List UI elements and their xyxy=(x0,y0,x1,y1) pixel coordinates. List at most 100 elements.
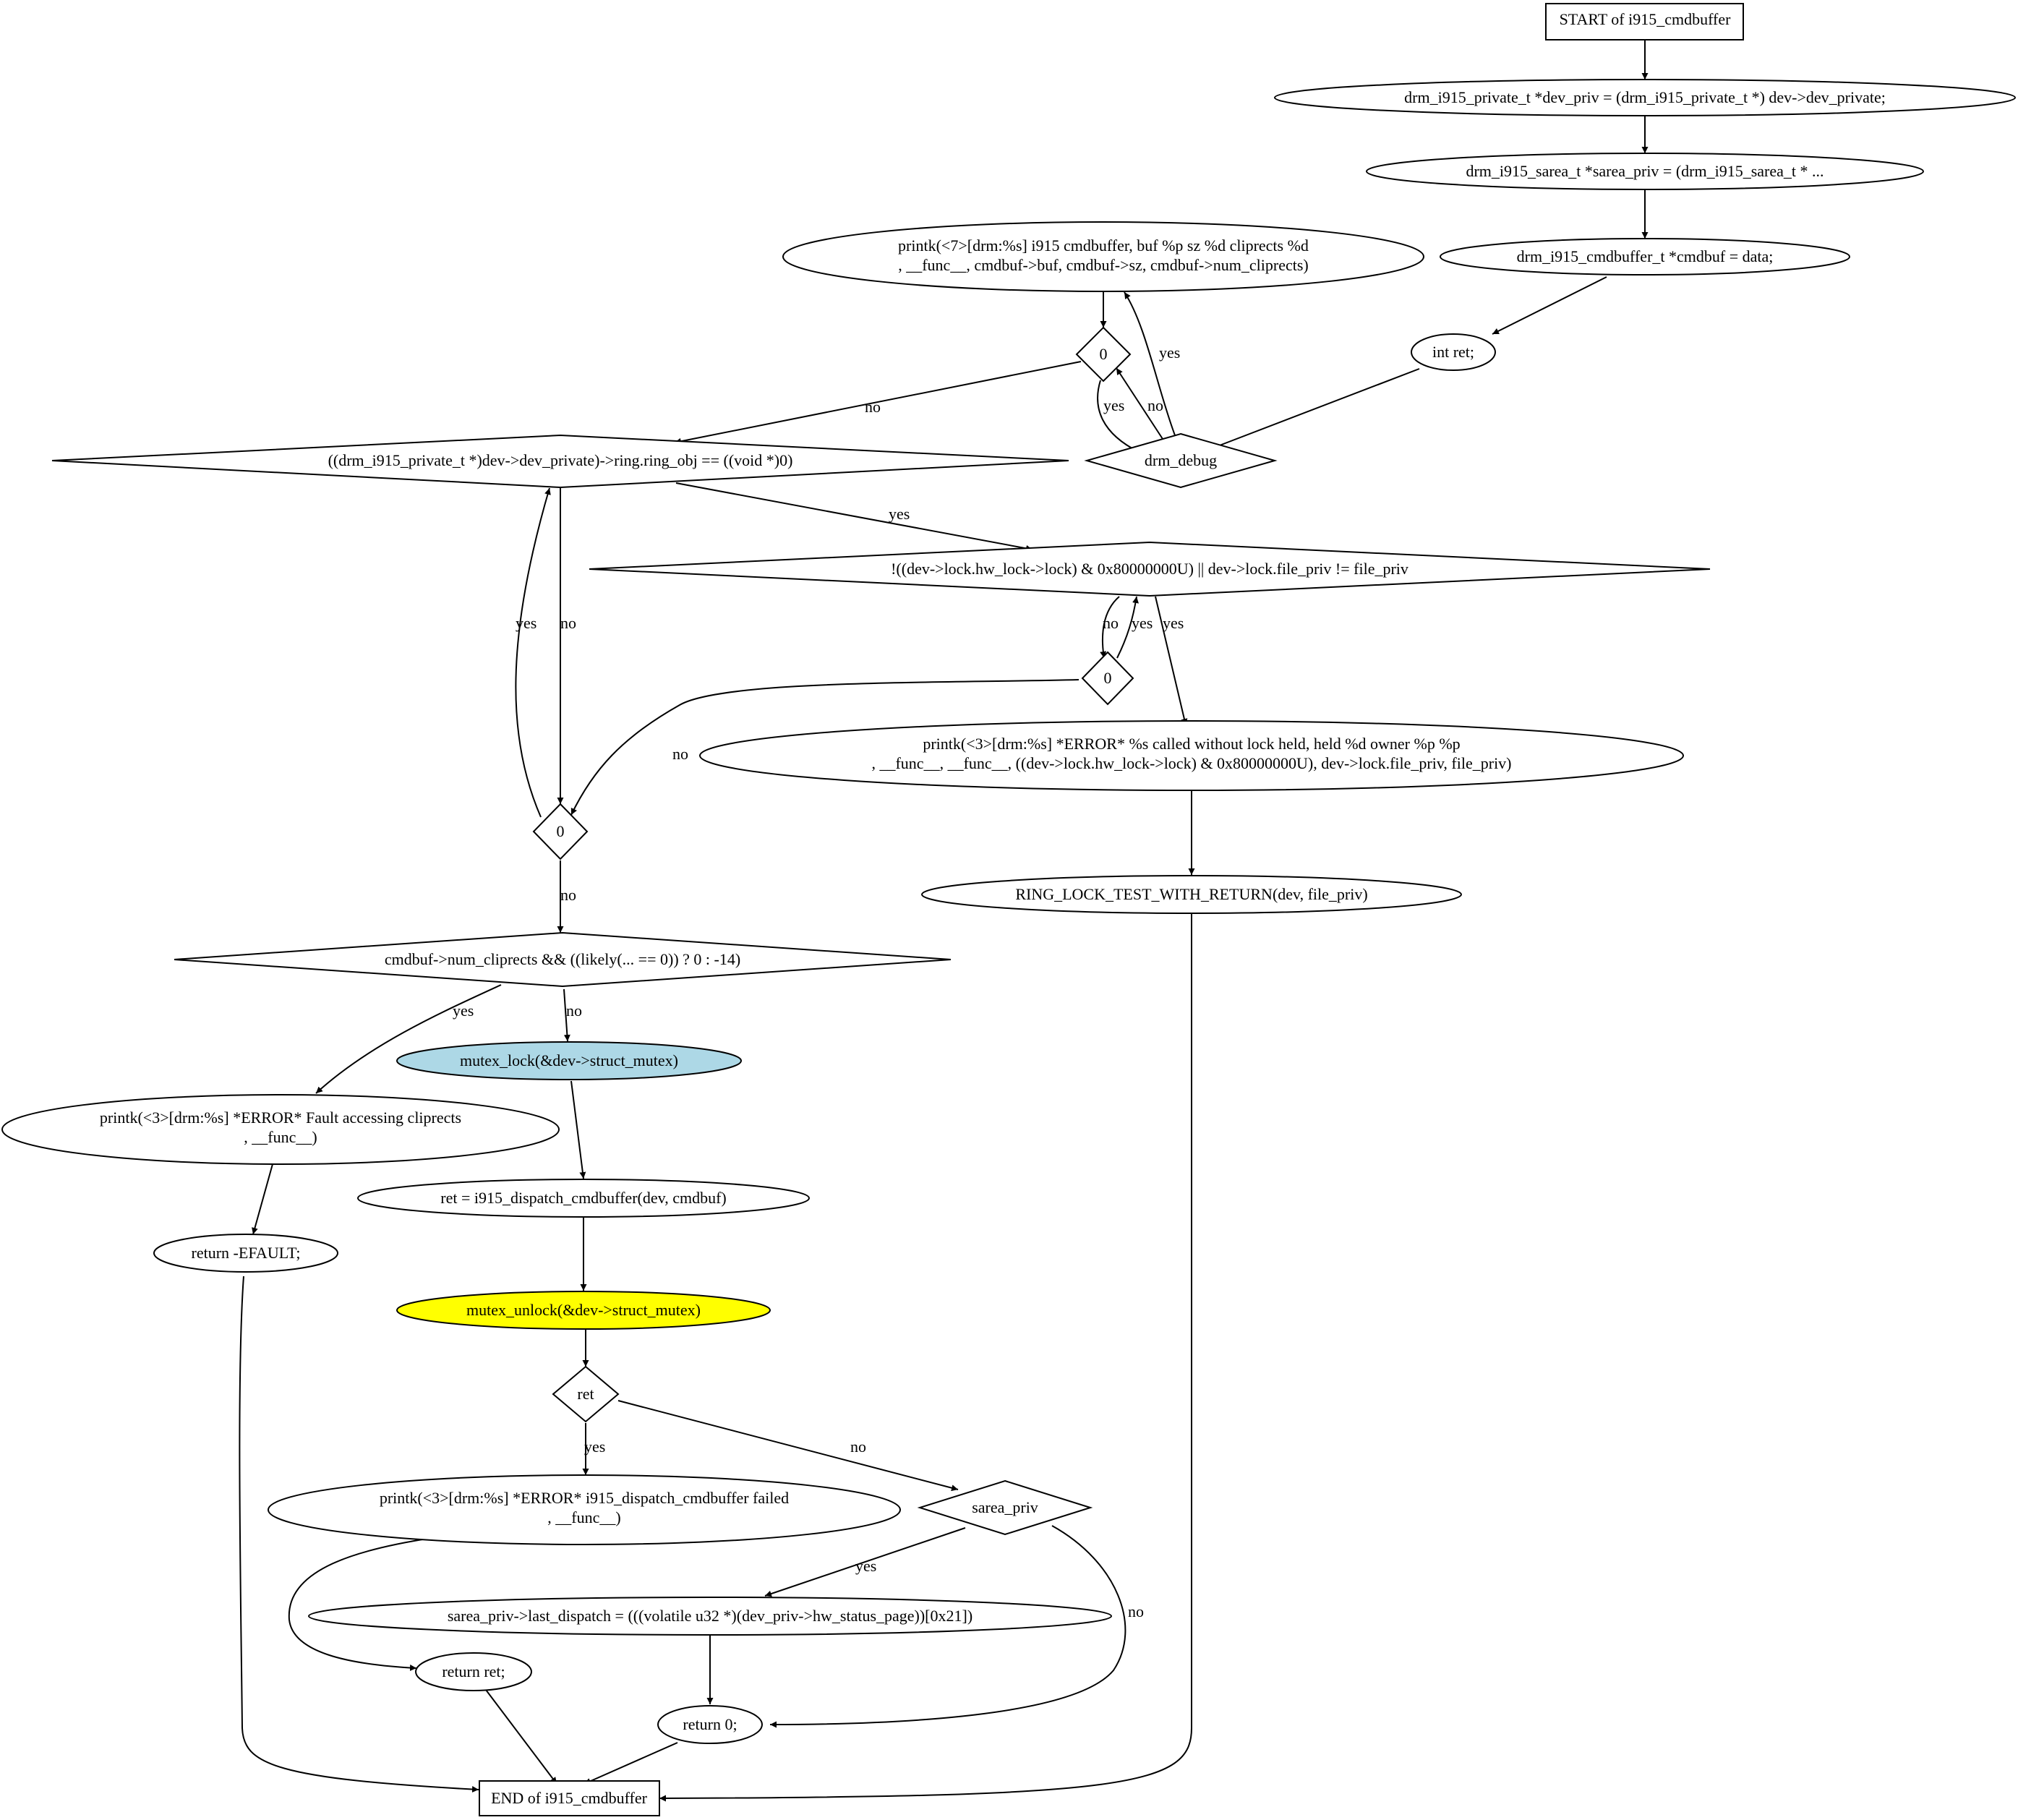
edge-zero-to-ring-obj-no xyxy=(674,361,1082,445)
edge-int-ret-to-drm-debug xyxy=(1198,368,1420,454)
edges xyxy=(239,40,1649,1802)
nodes: START of i915_cmdbuffer drm_i915_private… xyxy=(1,3,2016,1816)
label-lock-check-to-printk-lock-yes: yes xyxy=(1163,614,1184,632)
edge-return-ret-to-end xyxy=(485,1689,557,1785)
label-ring-obj-to-zero-ring-no: no xyxy=(560,614,576,632)
node-ret-check-label: ret xyxy=(577,1385,594,1403)
node-printk-debug-ellipse xyxy=(782,221,1424,292)
node-start: START of i915_cmdbuffer xyxy=(1545,3,1744,40)
node-start-label: START of i915_cmdbuffer xyxy=(1560,10,1732,28)
edge-drm-debug-to-zero-no xyxy=(1116,367,1163,440)
label-ret-check-to-sarea-check-no: no xyxy=(850,1437,866,1456)
node-int-ret-label: int ret; xyxy=(1432,343,1474,361)
node-zero-ring-diamond xyxy=(532,803,589,860)
node-zero-lock: 0 xyxy=(1081,651,1134,706)
node-return-efault: return -EFAULT; xyxy=(153,1234,338,1273)
label-zero-ring-to-ring-obj-yes: yes xyxy=(516,614,536,632)
label-ring-obj-to-lock-check-yes: yes xyxy=(889,505,910,523)
node-ring-lock-test-label: RING_LOCK_TEST_WITH_RETURN(dev, file_pri… xyxy=(1015,885,1367,903)
node-return-efault-ellipse xyxy=(153,1234,338,1273)
node-printk-fault-ellipse xyxy=(1,1094,560,1165)
node-dev-priv-decl-ellipse xyxy=(1274,79,2016,116)
node-printk-debug: printk(<7>[drm:%s] i915 cmdbuffer, buf %… xyxy=(782,221,1424,292)
node-printk-dispatch: printk(<3>[drm:%s] *ERROR* i915_dispatch… xyxy=(268,1474,901,1545)
label-zero-lock-to-zero-ring-no: no xyxy=(672,745,688,763)
node-printk-lock-line1: printk(<3>[drm:%s] *ERROR* %s called wit… xyxy=(923,735,1460,753)
node-ring-lock-test: RING_LOCK_TEST_WITH_RETURN(dev, file_pri… xyxy=(921,875,1462,914)
label-sarea-check-to-return-zero-no: no xyxy=(1128,1602,1144,1620)
edge-cliprects-to-mutex-lock-no xyxy=(563,988,570,1042)
edge-printk-dispatch-to-return-ret xyxy=(288,1537,432,1672)
node-return-ret-label: return ret; xyxy=(442,1662,505,1680)
node-dev-priv-decl-label: drm_i915_private_t *dev_priv = (drm_i915… xyxy=(1404,88,1886,106)
node-mutex-lock-label: mutex_lock(&dev->struct_mutex) xyxy=(460,1051,678,1069)
node-dispatch-label: ret = i915_dispatch_cmdbuffer(dev, cmdbu… xyxy=(440,1189,726,1207)
edge-lock-check-to-printk-lock-yes xyxy=(1155,596,1188,726)
label-zero-to-drm-debug-yes: yes xyxy=(1103,396,1124,414)
node-zero-debug-diamond xyxy=(1075,326,1132,383)
node-zero-ring: 0 xyxy=(532,803,589,860)
label-drm-debug-to-printk-yes: yes xyxy=(1159,343,1180,362)
edge-mutex-lock-to-dispatch xyxy=(570,1080,586,1179)
label-ret-check-to-printk-dispatch-yes: yes xyxy=(584,1437,605,1456)
node-sarea-priv-decl: drm_i915_sarea_t *sarea_priv = (drm_i915… xyxy=(1366,153,1924,190)
edge-ring-obj-to-lock-check-yes xyxy=(675,482,1033,552)
node-mutex-lock-ellipse xyxy=(396,1041,742,1080)
label-zero-ring-to-cliprects-no: no xyxy=(560,886,576,904)
node-int-ret: int ret; xyxy=(1411,333,1496,371)
edge-drm-debug-to-printk-yes xyxy=(1124,291,1176,436)
node-start-box xyxy=(1545,3,1744,40)
node-cmdbuf-decl: drm_i915_cmdbuffer_t *cmdbuf = data; xyxy=(1440,238,1850,275)
node-lock-check-label: !((dev->lock.hw_lock->lock) & 0x80000000… xyxy=(891,560,1408,578)
node-ring-obj-check-diamond xyxy=(51,434,1069,489)
edge-zero-to-drm-debug-yes xyxy=(1097,380,1140,453)
node-sarea-priv-decl-ellipse xyxy=(1366,153,1924,190)
node-dispatch-ellipse xyxy=(357,1179,810,1218)
label-zero-lock-to-lock-check-yes: yes xyxy=(1132,614,1153,632)
edge-cmdbuf-to-int-ret xyxy=(1492,276,1607,335)
node-zero-ring-label: 0 xyxy=(557,822,565,840)
edge-return-efault-to-end xyxy=(239,1276,479,1793)
node-printk-debug-line1: printk(<7>[drm:%s] i915 cmdbuffer, buf %… xyxy=(898,236,1309,255)
node-cliprects-check-label: cmdbuf->num_cliprects && ((likely(... ==… xyxy=(385,950,740,968)
node-printk-dispatch-line2: , __func__) xyxy=(547,1508,620,1526)
label-cliprects-to-mutex-lock-no: no xyxy=(566,1001,582,1020)
node-ret-check: ret xyxy=(552,1365,620,1423)
label-lock-check-to-zero-lock-no: no xyxy=(1103,614,1119,632)
node-mutex-unlock-label: mutex_unlock(&dev->struct_mutex) xyxy=(466,1301,701,1319)
node-printk-lock: printk(<3>[drm:%s] *ERROR* %s called wit… xyxy=(699,720,1684,791)
node-ring-obj-check: ((drm_i915_private_t *)dev->dev_private)… xyxy=(51,434,1069,489)
node-end-label: END of i915_cmdbuffer xyxy=(491,1789,648,1807)
node-return-zero-ellipse xyxy=(657,1705,763,1744)
node-last-dispatch-ellipse xyxy=(308,1597,1112,1636)
node-zero-lock-diamond xyxy=(1081,651,1134,706)
node-return-ret-ellipse xyxy=(415,1652,532,1691)
edge-sarea-check-to-last-dispatch-yes xyxy=(764,1527,966,1597)
edge-ring-lock-test-to-end xyxy=(659,913,1192,1802)
node-int-ret-ellipse xyxy=(1411,333,1496,371)
edge-zero-lock-to-zero-ring-no xyxy=(570,679,1079,816)
node-ret-check-diamond xyxy=(552,1365,620,1423)
node-sarea-priv-decl-label: drm_i915_sarea_t *sarea_priv = (drm_i915… xyxy=(1466,162,1824,180)
node-dev-priv-decl: drm_i915_private_t *dev_priv = (drm_i915… xyxy=(1274,79,2016,116)
node-printk-fault-line1: printk(<3>[drm:%s] *ERROR* Fault accessi… xyxy=(100,1108,461,1127)
edge-ret-check-to-sarea-check-no xyxy=(617,1400,959,1492)
edge-lock-check-to-zero-lock-no xyxy=(1100,596,1120,659)
node-zero-debug: 0 xyxy=(1075,326,1132,383)
node-ring-obj-check-label: ((drm_i915_private_t *)dev->dev_private)… xyxy=(328,451,793,469)
node-zero-debug-label: 0 xyxy=(1100,345,1108,363)
node-printk-lock-ellipse xyxy=(699,720,1684,791)
edge-cliprects-to-printk-fault-yes xyxy=(315,984,502,1094)
node-mutex-lock: mutex_lock(&dev->struct_mutex) xyxy=(396,1041,742,1080)
edge-zero-lock-to-lock-check-yes xyxy=(1116,596,1139,659)
label-drm-debug-to-zero-no: no xyxy=(1147,396,1163,414)
node-end: END of i915_cmdbuffer xyxy=(479,1780,660,1816)
node-cliprects-check: cmdbuf->num_cliprects && ((likely(... ==… xyxy=(174,931,952,988)
node-return-zero: return 0; xyxy=(657,1705,763,1744)
node-sarea-check-diamond xyxy=(917,1479,1093,1536)
edge-sarea-check-to-return-zero-no xyxy=(769,1525,1126,1728)
node-printk-dispatch-ellipse xyxy=(268,1474,901,1545)
node-cliprects-check-diamond xyxy=(174,931,952,988)
node-return-zero-label: return 0; xyxy=(683,1715,737,1733)
